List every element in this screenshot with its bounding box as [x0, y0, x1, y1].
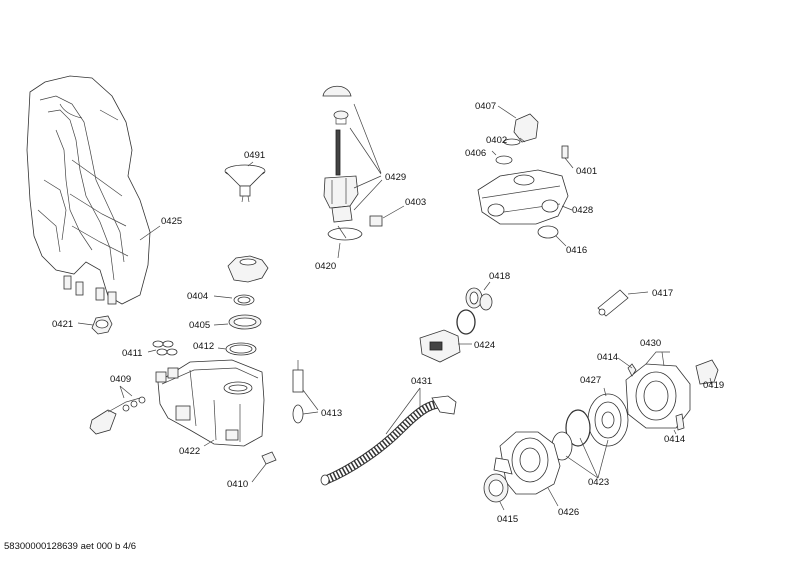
- label-0406: 0406: [465, 148, 486, 159]
- part-0426-pump: [493, 431, 561, 507]
- label-0403: 0403: [405, 197, 426, 208]
- part-0421: [77, 315, 113, 335]
- part-0428-assembly: [477, 105, 574, 247]
- label-0491: 0491: [244, 150, 265, 161]
- part-0414-clip: [673, 413, 685, 435]
- label-0415: 0415: [497, 514, 518, 525]
- part-0410-clip: [251, 451, 277, 483]
- part-0413: [292, 360, 319, 424]
- label-0402: 0402: [486, 135, 507, 146]
- label-0416: 0416: [566, 245, 587, 256]
- part-0429-float-assembly: [322, 85, 405, 259]
- label-0421: 0421: [52, 319, 73, 330]
- label-0412: 0412: [193, 341, 214, 352]
- label-0414-top: 0414: [597, 352, 618, 363]
- label-0430: 0430: [640, 338, 661, 349]
- part-0419: [695, 359, 719, 387]
- part-0427: [587, 387, 629, 447]
- label-0420: 0420: [315, 261, 336, 272]
- label-0429: 0429: [385, 172, 406, 183]
- label-0405: 0405: [189, 320, 210, 331]
- label-0409: 0409: [110, 374, 131, 385]
- label-0401: 0401: [576, 166, 597, 177]
- part-0405-ring: [213, 314, 262, 330]
- part-0431-hose: [320, 387, 457, 486]
- label-0427: 0427: [580, 375, 601, 386]
- part-0423: [551, 409, 609, 479]
- part-0418: [465, 281, 493, 311]
- part-0491-funnel: [224, 161, 266, 203]
- part-0415-ring: [483, 473, 509, 511]
- part-0411-rings: [147, 340, 178, 356]
- part-0430-motor: [617, 351, 691, 429]
- part-0424: [419, 309, 476, 363]
- label-0423: 0423: [588, 477, 609, 488]
- label-0411: 0411: [122, 348, 142, 359]
- part-0409-valve: [89, 385, 146, 435]
- label-0425: 0425: [161, 216, 182, 227]
- label-0422: 0422: [179, 446, 200, 457]
- label-0404: 0404: [187, 291, 208, 302]
- part-0425-frame: [26, 75, 161, 305]
- label-0424: 0424: [474, 340, 495, 351]
- label-0413: 0413: [321, 408, 342, 419]
- label-0426: 0426: [558, 507, 579, 518]
- part-0412-ring: [217, 342, 257, 356]
- label-0428: 0428: [572, 205, 593, 216]
- part-0404-cap: [213, 255, 269, 306]
- label-0407: 0407: [475, 101, 496, 112]
- label-0431: 0431: [411, 376, 432, 387]
- label-0418: 0418: [489, 271, 510, 282]
- drawing-number: 58300000128639 aet 000 b 4/6: [4, 541, 137, 552]
- label-0417: 0417: [652, 288, 673, 299]
- part-0422-housing: [155, 359, 265, 447]
- label-0419: 0419: [703, 380, 724, 391]
- part-0417: [597, 289, 649, 317]
- label-0410: 0410: [227, 479, 248, 490]
- label-0414-bottom: 0414: [664, 434, 685, 445]
